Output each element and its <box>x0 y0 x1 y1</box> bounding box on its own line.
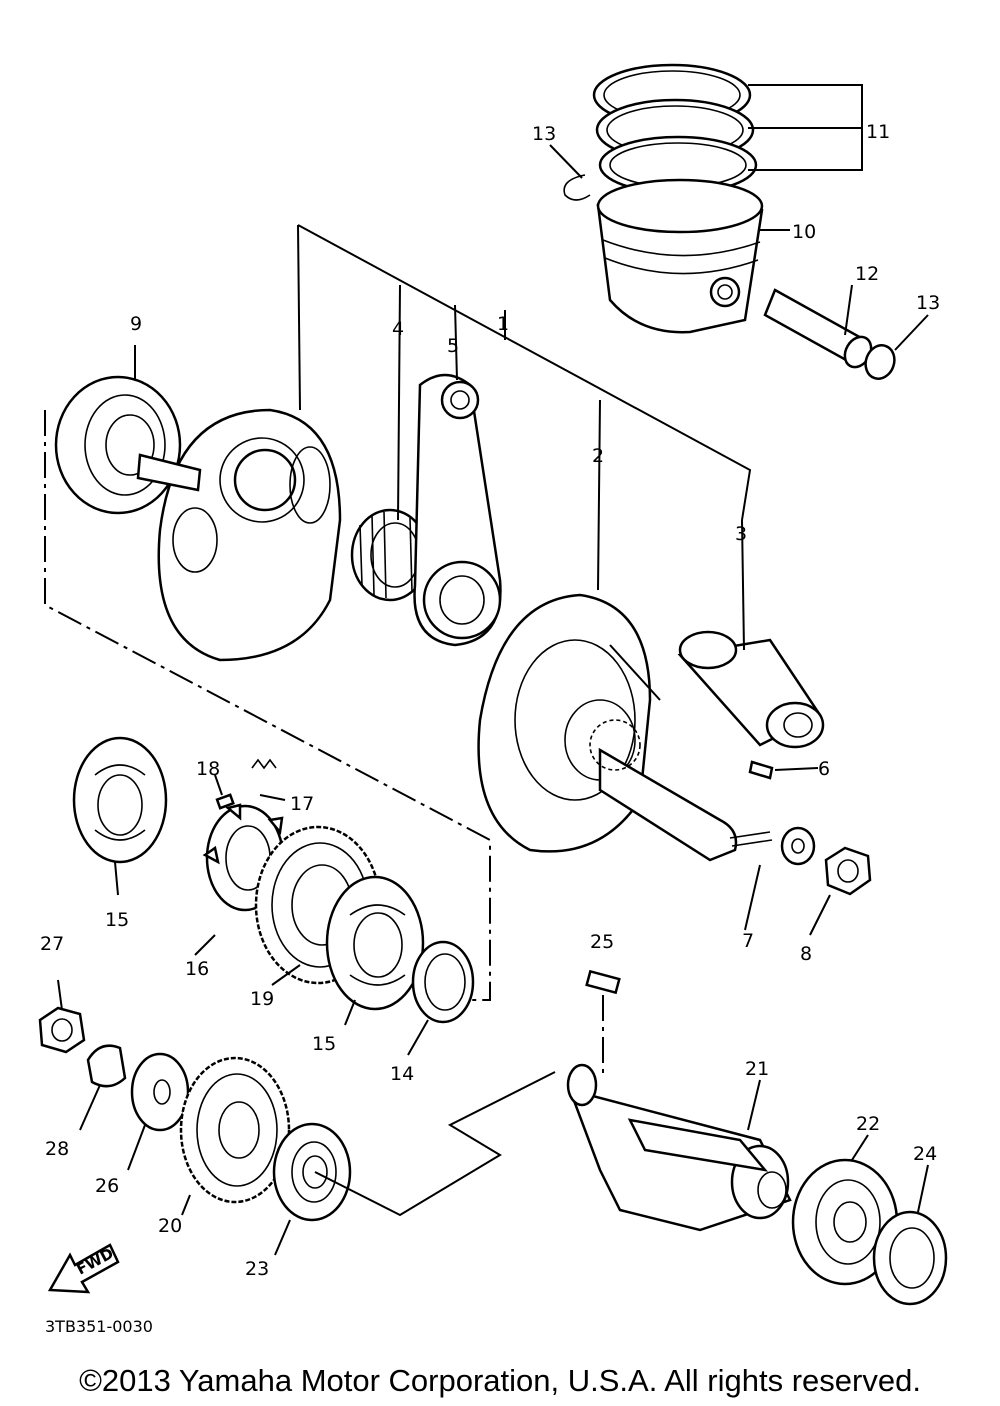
callout-25: 25 <box>590 931 614 953</box>
piston-rings <box>592 63 758 195</box>
callout-12: 12 <box>855 263 879 285</box>
spring <box>251 758 277 770</box>
callout-5: 5 <box>447 335 459 357</box>
crank-nut <box>824 846 872 896</box>
washer <box>780 826 816 866</box>
piston-pin-clips <box>563 174 896 380</box>
callout-9: 9 <box>130 313 142 335</box>
callout-20: 20 <box>158 1215 182 1237</box>
lock-washer-28 <box>86 1044 127 1088</box>
callout-22: 22 <box>856 1113 880 1135</box>
callout-16: 16 <box>185 958 209 980</box>
crank-left-web <box>136 408 342 662</box>
callout-1: 1 <box>497 313 509 335</box>
callout-3: 3 <box>735 523 747 545</box>
callout-28: 28 <box>45 1138 69 1160</box>
key-25 <box>585 969 621 995</box>
callout-11: 11 <box>866 121 890 143</box>
callout-27: 27 <box>40 933 64 955</box>
callout-18: 18 <box>196 758 220 780</box>
fwd-arrow-icon: FWD <box>47 1243 120 1294</box>
callout-21: 21 <box>745 1058 769 1080</box>
crank-left-bearing <box>54 375 182 515</box>
callout-8: 8 <box>800 943 812 965</box>
piston <box>596 178 764 334</box>
crank-pin <box>677 630 825 749</box>
gear-20 <box>179 1056 291 1204</box>
callout-14: 14 <box>390 1063 414 1085</box>
plate-left <box>72 736 168 864</box>
washer-26 <box>130 1052 190 1132</box>
callout-15-left: 15 <box>105 909 129 931</box>
callout-4: 4 <box>392 318 404 340</box>
connecting-rod <box>413 373 502 647</box>
copyright-notice: ©2013 Yamaha Motor Corporation, U.S.A. A… <box>79 1363 921 1398</box>
callout-10: 10 <box>792 221 816 243</box>
nut-27 <box>38 1006 86 1054</box>
pin <box>215 793 235 810</box>
callout-15-right: 15 <box>312 1033 336 1055</box>
bearing-23 <box>272 1122 352 1222</box>
callout-7: 7 <box>742 930 754 952</box>
assembly-lines <box>44 84 929 1256</box>
oil-seal-24 <box>872 1210 948 1306</box>
plate-right <box>325 875 425 1011</box>
callout-24: 24 <box>913 1143 937 1165</box>
callout-17: 17 <box>290 793 314 815</box>
piston-pin <box>763 288 873 369</box>
callout-23: 23 <box>245 1258 269 1280</box>
callout-labels: 1 2 3 4 5 6 7 8 9 10 11 12 13 13 14 15 1… <box>40 121 940 1280</box>
callout-2: 2 <box>592 445 604 467</box>
woodruff-key <box>748 760 774 780</box>
oil-seal-14 <box>411 940 475 1024</box>
balancer-shaft <box>566 1063 792 1232</box>
callout-19: 19 <box>250 988 274 1010</box>
callout-13-right: 13 <box>916 292 940 314</box>
callout-13-top: 13 <box>532 123 556 145</box>
crank-right-web <box>477 593 773 862</box>
drawing-code: 3TB351-0030 <box>45 1317 153 1336</box>
callout-26: 26 <box>95 1175 119 1197</box>
callout-6: 6 <box>818 758 830 780</box>
